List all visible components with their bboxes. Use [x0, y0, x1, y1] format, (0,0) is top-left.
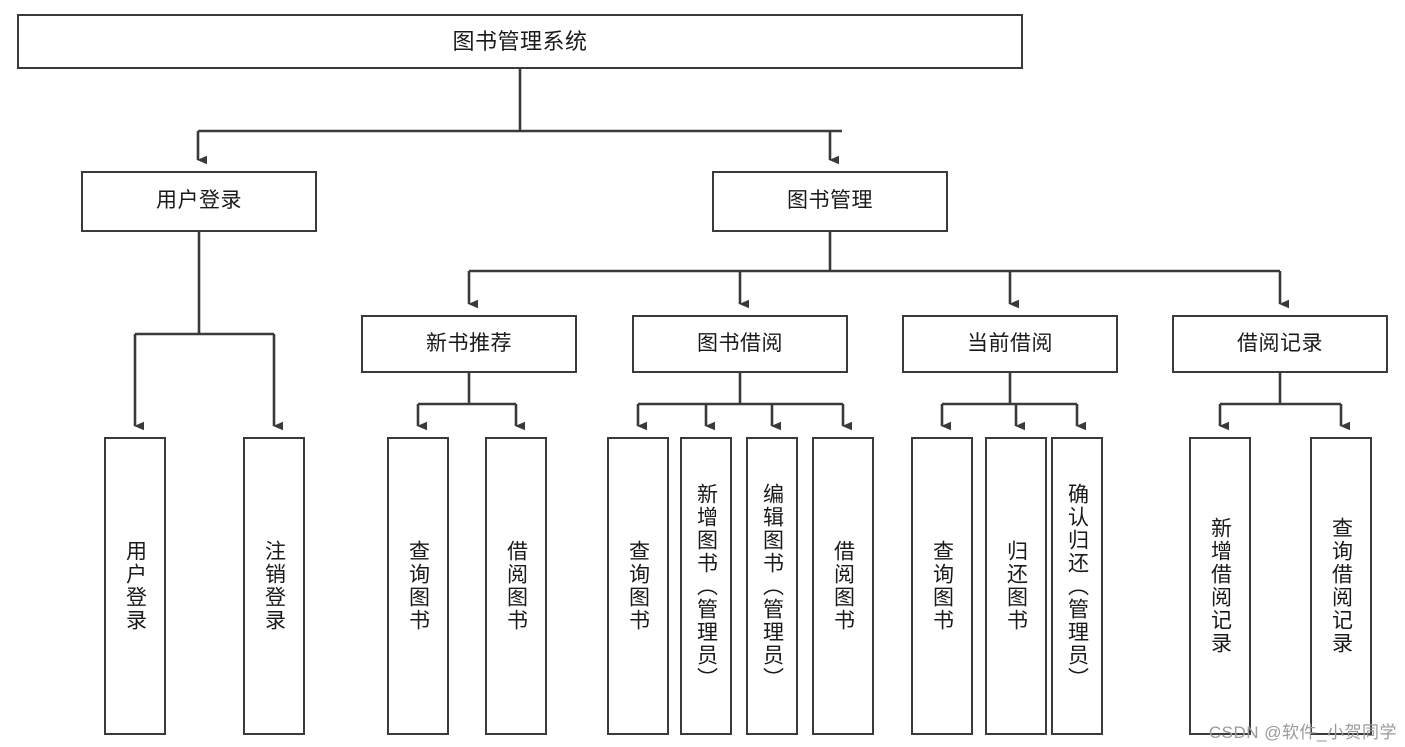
node-label: 注销登录	[262, 540, 286, 632]
node-label: 当前借阅	[967, 331, 1053, 355]
node-label: 新增图书（管理员）	[694, 482, 718, 690]
node-label: 用户登录	[156, 189, 242, 213]
watermark: CSDN @软件_小贺同学	[1208, 723, 1397, 742]
node-label: 查询图书	[406, 540, 430, 632]
node-label: 图书借阅	[697, 331, 783, 355]
leaf-query-borrow-record[interactable]: 查询借阅记录	[1310, 437, 1372, 735]
node-label: 图书管理	[787, 189, 873, 213]
node-label: 用户登录	[123, 540, 147, 632]
node-label: 新书推荐	[426, 331, 512, 355]
leaf-add-borrow-record[interactable]: 新增借阅记录	[1189, 437, 1251, 735]
node-label: 图书管理系统	[452, 28, 588, 54]
leaf-add-book-admin[interactable]: 新增图书（管理员）	[680, 437, 732, 735]
node-label: 借阅图书	[831, 540, 855, 632]
node-label: 借阅图书	[504, 540, 528, 632]
leaf-edit-book-admin[interactable]: 编辑图书（管理员）	[746, 437, 798, 735]
node-label: 查询图书	[930, 540, 954, 632]
leaf-logout[interactable]: 注销登录	[243, 437, 305, 735]
leaf-return-book[interactable]: 归还图书	[985, 437, 1047, 735]
leaf-borrow-book[interactable]: 借阅图书	[812, 437, 874, 735]
leaf-borrow-book-rec[interactable]: 借阅图书	[485, 437, 547, 735]
node-book-borrowing[interactable]: 图书借阅	[632, 315, 848, 373]
leaf-confirm-return-admin[interactable]: 确认归还（管理员）	[1051, 437, 1103, 735]
node-current-borrowing[interactable]: 当前借阅	[902, 315, 1118, 373]
leaf-query-book-rec[interactable]: 查询图书	[387, 437, 449, 735]
node-user-login[interactable]: 用户登录	[81, 171, 317, 232]
node-new-book-recommendation[interactable]: 新书推荐	[361, 315, 577, 373]
node-borrowing-record[interactable]: 借阅记录	[1172, 315, 1388, 373]
node-label: 归还图书	[1004, 540, 1028, 632]
node-label: 查询借阅记录	[1329, 517, 1353, 655]
leaf-user-login[interactable]: 用户登录	[104, 437, 166, 735]
leaf-query-book-current[interactable]: 查询图书	[911, 437, 973, 735]
leaf-query-book-borrow[interactable]: 查询图书	[607, 437, 669, 735]
node-label: 编辑图书（管理员）	[760, 482, 784, 690]
node-label: 查询图书	[626, 540, 650, 632]
node-book-management[interactable]: 图书管理	[712, 171, 948, 232]
node-label: 借阅记录	[1237, 331, 1323, 355]
node-label: 新增借阅记录	[1208, 517, 1232, 655]
node-root-book-management-system[interactable]: 图书管理系统	[17, 14, 1023, 69]
node-label: 确认归还（管理员）	[1065, 482, 1089, 690]
